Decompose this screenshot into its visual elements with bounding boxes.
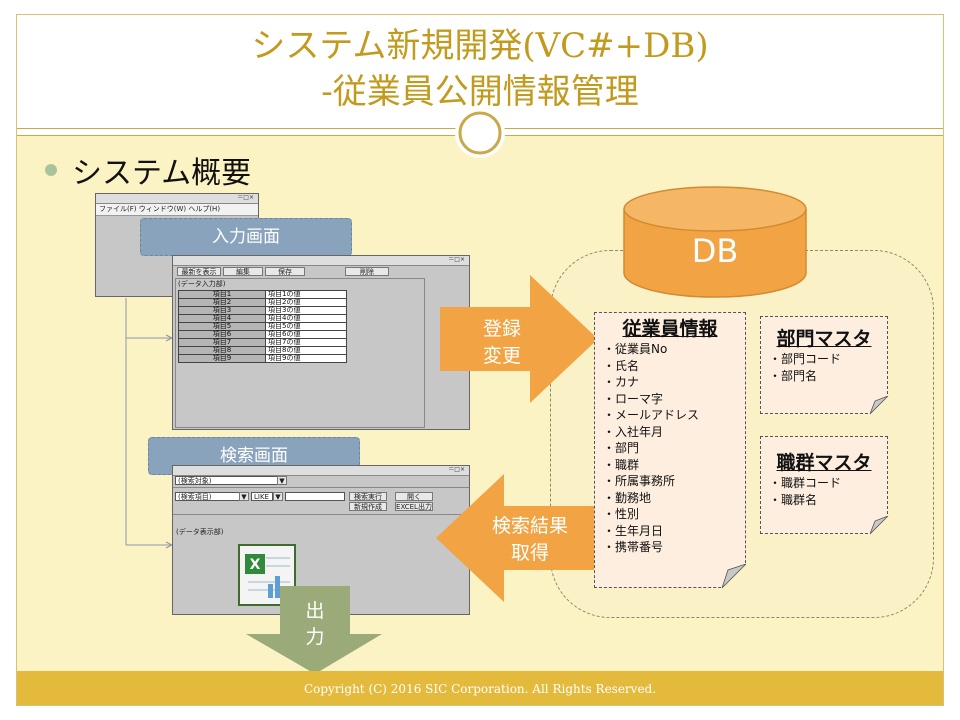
delete-button[interactable]: 削除 bbox=[345, 267, 389, 276]
new-record-button[interactable]: 新規作成 bbox=[349, 502, 387, 511]
edit-button[interactable]: 編集 bbox=[223, 267, 263, 276]
title-line-2: -従業員公開情報管理 bbox=[321, 72, 639, 112]
main-window-titlebar: ＝□× bbox=[96, 194, 258, 204]
fetch-arrow-label-2: 取得 bbox=[510, 542, 549, 564]
output-arrow bbox=[246, 586, 382, 674]
svg-text:X: X bbox=[250, 557, 261, 573]
item-label: 項目9 bbox=[178, 354, 266, 363]
chevron-down-icon[interactable]: ▼ bbox=[239, 492, 249, 501]
job-master-table: 職群マスタ ・職群コード ・職群名 bbox=[760, 436, 888, 534]
dept-master-table: 部門マスタ ・部門コード ・部門名 bbox=[760, 316, 888, 414]
main-window-menu[interactable]: ファイル(F) ウィンドウ(W) ヘルプ(H) bbox=[96, 204, 258, 216]
list-item: ・ローマ字 bbox=[603, 391, 664, 406]
page-curl-icon bbox=[722, 564, 747, 589]
search-item-select[interactable]: (検索項目) bbox=[175, 492, 243, 501]
search-divider bbox=[173, 487, 469, 488]
employee-info-table: 従業員情報 ・従業員No ・氏名 ・カナ ・ローマ字 ・メールアドレス ・入社年… bbox=[594, 312, 746, 588]
list-item: ・性別 bbox=[603, 507, 640, 521]
list-item: ・職群 bbox=[603, 457, 640, 472]
list-item: ・携帯番号 bbox=[603, 540, 664, 554]
list-item: ・部門コード bbox=[769, 352, 842, 366]
output-arrow-label-1: 出 bbox=[305, 600, 325, 622]
copyright-text: Copyright (C) 2016 SIC Corporation. All … bbox=[303, 682, 657, 696]
section-subtitle: システム概要 bbox=[72, 156, 252, 191]
database-icon bbox=[623, 186, 807, 298]
excel-export-button[interactable]: EXCEL出力 bbox=[395, 502, 433, 511]
list-item: ・部門 bbox=[603, 441, 640, 455]
bullet-icon bbox=[45, 164, 57, 176]
search-target-select[interactable]: (検索対象) bbox=[175, 476, 285, 485]
list-item: ・入社年月 bbox=[603, 424, 664, 439]
save-button[interactable]: 保存 bbox=[265, 267, 305, 276]
dept-master-title: 部門マスタ bbox=[776, 328, 872, 350]
employee-info-title: 従業員情報 bbox=[622, 318, 718, 340]
search-keyword-input[interactable] bbox=[285, 492, 345, 501]
input-window-titlebar: ＝□× bbox=[173, 256, 469, 266]
list-item: ・勤務地 bbox=[603, 490, 652, 505]
search-execute-button[interactable]: 検索実行 bbox=[349, 492, 387, 501]
list-item: ・職群コード bbox=[769, 476, 842, 490]
title-ornament-icon bbox=[455, 108, 505, 158]
search-window: ＝□× (検索対象) ▼ (検索項目) ▼ LIKE ▼ 検索実行 新規作成 開… bbox=[172, 465, 470, 615]
item-value-input[interactable]: 項目9の値 bbox=[265, 354, 347, 363]
match-type-select[interactable]: LIKE bbox=[251, 492, 273, 501]
output-arrow-label-2: 力 bbox=[305, 626, 325, 648]
search-divider bbox=[173, 514, 469, 515]
fetch-arrow-label-1: 検索結果 bbox=[491, 515, 568, 537]
footer-bar bbox=[17, 671, 943, 705]
list-item: ・生年月日 bbox=[603, 523, 664, 538]
input-screen-label: 入力画面 bbox=[140, 218, 352, 256]
title-line-1: システム新規開発(VC#+DB) bbox=[251, 26, 709, 66]
fetch-arrow bbox=[436, 474, 594, 602]
page-curl-icon bbox=[870, 516, 889, 535]
list-item: ・メールアドレス bbox=[603, 408, 700, 422]
refresh-button[interactable]: 最新を表示 bbox=[177, 267, 221, 276]
data-input-section-label: (データ入力部) bbox=[178, 280, 226, 288]
job-master-title: 職群マスタ bbox=[776, 452, 872, 474]
list-item: ・カナ bbox=[603, 375, 640, 389]
list-item: ・氏名 bbox=[603, 358, 640, 373]
register-arrow-label-2: 変更 bbox=[482, 345, 521, 367]
chevron-down-icon[interactable]: ▼ bbox=[277, 476, 287, 485]
register-arrow-label-1: 登録 bbox=[482, 318, 521, 340]
list-item: ・部門名 bbox=[769, 368, 818, 383]
open-button[interactable]: 開く bbox=[395, 492, 433, 501]
search-window-titlebar: ＝□× bbox=[173, 466, 469, 476]
register-arrow bbox=[440, 275, 598, 403]
db-label: DB bbox=[691, 232, 739, 270]
list-item: ・所属事務所 bbox=[603, 474, 676, 488]
data-display-section-label: (データ表示部) bbox=[176, 528, 224, 536]
list-item: ・職群名 bbox=[769, 492, 818, 507]
chevron-down-icon[interactable]: ▼ bbox=[273, 492, 283, 501]
page-curl-icon bbox=[870, 396, 889, 415]
list-item: ・従業員No bbox=[603, 342, 668, 356]
